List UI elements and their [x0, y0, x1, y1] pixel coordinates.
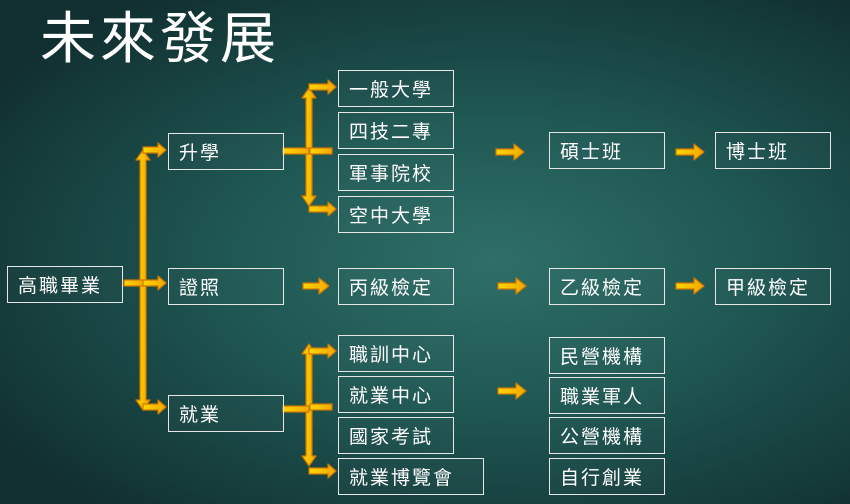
- arrow-to-level-c: [302, 277, 330, 295]
- arrow-to-school-4: [308, 201, 337, 217]
- outcome-node: 職業軍人: [549, 377, 665, 414]
- school-node: 一般大學: [338, 70, 454, 107]
- arrow-to-doctoral: [675, 143, 705, 161]
- root-node: 高職畢業: [7, 266, 123, 303]
- arrow-to-further-study: [142, 142, 167, 158]
- slide-title: 未來發展: [40, 7, 280, 72]
- level-c-node: 丙級檢定: [338, 268, 454, 305]
- arrow-to-level-b: [497, 277, 527, 295]
- root-stub: [123, 279, 145, 287]
- channel-node: 就業中心: [338, 376, 454, 413]
- level-b-node: 乙級檢定: [549, 268, 665, 305]
- arrow-to-level-a: [675, 277, 705, 295]
- school-node: 四技二專: [338, 112, 454, 149]
- arrow-to-channel-4: [308, 463, 337, 479]
- branch-license: 證照: [168, 268, 284, 305]
- outcome-node: 自行創業: [549, 458, 665, 495]
- arrow-to-school-1: [308, 79, 337, 95]
- channel-node: 職訓中心: [338, 335, 454, 372]
- school-node: 軍事院校: [338, 154, 454, 191]
- channel-node: 就業博覽會: [338, 458, 484, 495]
- arrow-to-channel-1: [308, 343, 337, 359]
- arrow-to-license: [142, 275, 167, 291]
- mid-stub-channel-2: [309, 403, 333, 411]
- outcome-node: 公營機構: [549, 417, 665, 454]
- branch-employment: 就業: [168, 395, 284, 432]
- schools-vertical-arrow: [301, 87, 317, 207]
- branch-further-study: 升學: [168, 133, 284, 170]
- school-node: 空中大學: [338, 196, 454, 233]
- arrow-to-employment: [142, 399, 167, 415]
- arrow-to-masters: [495, 143, 525, 161]
- arrow-to-outcomes: [497, 382, 527, 400]
- outcome-node: 民營機構: [549, 337, 665, 374]
- level-a-node: 甲級檢定: [715, 268, 831, 305]
- employment-stub: [282, 405, 310, 413]
- doctoral-node: 博士班: [715, 132, 831, 169]
- further-study-stub: [282, 147, 310, 155]
- mid-stub-school-2: [309, 147, 333, 155]
- masters-node: 碩士班: [549, 132, 665, 169]
- channel-node: 國家考試: [338, 417, 454, 454]
